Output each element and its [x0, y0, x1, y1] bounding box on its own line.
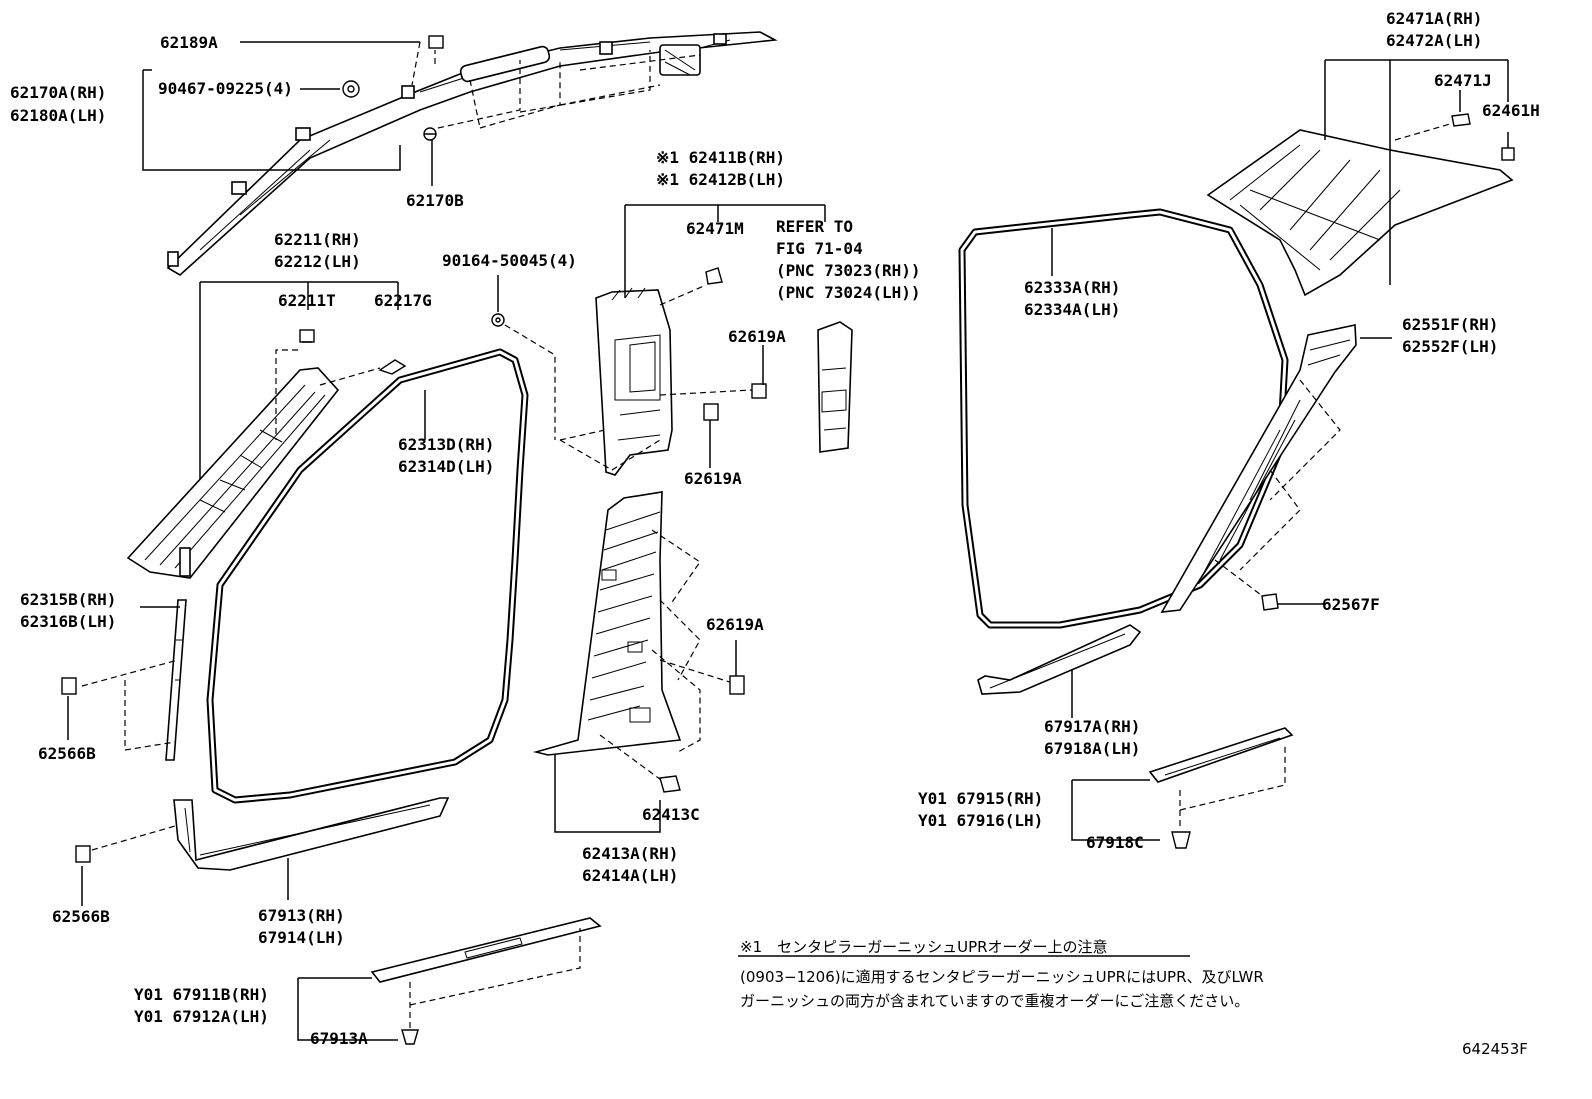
rear-scuff-garnish-part — [977, 624, 1142, 695]
label-62471A-rh: 62471A(RH) — [1386, 9, 1482, 28]
roof-side-garnish-part — [166, 31, 778, 276]
front-door-weatherstrip-part — [206, 348, 529, 804]
part-labels: 62189A 62170A(RH) 62180A(LH) 90467-09225… — [10, 9, 1540, 1048]
clip-62189A — [428, 35, 444, 49]
rear-scuff-plate-part — [1148, 727, 1294, 783]
label-62413C: 62413C — [642, 805, 700, 824]
label-62619A-upper: 62619A — [728, 327, 786, 346]
label-62180A-lh: 62180A(LH) — [10, 106, 106, 125]
order-note: ※1 センタピラーガーニッシュUPRオーダー上の注意 (0903−1206)に適… — [740, 938, 1264, 1010]
note-line-1: (0903−1206)に適用するセンタピラーガーニッシュUPRにはUPR、及びL… — [740, 968, 1264, 986]
front-pillar-garnish-part — [126, 367, 340, 579]
front-scuff-garnish-part — [173, 797, 450, 871]
clip-62567F — [1261, 593, 1279, 611]
label-67911B: Y01 67911B(RH) — [134, 985, 269, 1004]
clip-62619A-lower — [729, 675, 745, 695]
clip-90467 — [342, 80, 360, 98]
label-62189A: 62189A — [160, 33, 218, 52]
label-refer-4: (PNC 73024(LH)) — [776, 283, 921, 302]
label-62211-rh: 62211(RH) — [274, 230, 361, 249]
center-pillar-upper-part — [595, 287, 673, 476]
center-pillar-lower-part — [532, 491, 682, 756]
clip-62211T — [299, 329, 315, 343]
clip-62471J — [1451, 113, 1471, 127]
label-90164: 90164-50045(4) — [442, 251, 577, 270]
label-67918A-lh: 67918A(LH) — [1044, 739, 1140, 758]
label-62313D-rh: 62313D(RH) — [398, 435, 494, 454]
note-line-2: ガーニッシュの両方が含まれていますので重複オーダーにご注意ください。 — [740, 992, 1249, 1010]
clip-62461H — [1501, 147, 1515, 161]
label-67912A: Y01 67912A(LH) — [134, 1007, 269, 1026]
quarter-upper-garnish-part — [1206, 129, 1514, 297]
clip-62217G — [378, 359, 407, 375]
label-62471M: 62471M — [686, 219, 744, 238]
label-62217G: 62217G — [374, 291, 432, 310]
clip-62413C — [659, 775, 681, 793]
label-62567F: 62567F — [1322, 595, 1380, 614]
clip-62471M — [705, 267, 723, 285]
clip-62619A-middle — [703, 403, 719, 421]
front-scuff-plate-part — [370, 917, 602, 983]
label-62472A-lh: 62472A(LH) — [1386, 31, 1482, 50]
label-62471J: 62471J — [1434, 71, 1492, 90]
label-62333A-rh: 62333A(RH) — [1024, 278, 1120, 297]
rear-door-weatherstrip-part — [958, 208, 1289, 629]
label-62619A-lower: 62619A — [706, 615, 764, 634]
figure-id: 642453F — [1462, 1040, 1528, 1058]
label-62170A-rh: 62170A(RH) — [10, 83, 106, 102]
label-refer-1: REFER TO — [776, 217, 853, 236]
clip-62566B-upper — [61, 677, 77, 695]
label-67918C: 67918C — [1086, 833, 1144, 852]
label-62316B-lh: 62316B(LH) — [20, 612, 116, 631]
note-title: ※1 センタピラーガーニッシュUPRオーダー上の注意 — [740, 938, 1108, 956]
quarter-lower-garnish-part — [1160, 324, 1357, 613]
label-62552F-lh: 62552F(LH) — [1402, 337, 1498, 356]
label-62315B-rh: 62315B(RH) — [20, 590, 116, 609]
label-62566B-lower: 62566B — [52, 907, 110, 926]
label-62412B-lh: ※1 62412B(LH) — [656, 170, 785, 189]
label-90467: 90467-09225(4) — [158, 79, 293, 98]
label-62411B-rh: ※1 62411B(RH) — [656, 148, 785, 167]
label-67913A: 67913A — [310, 1029, 368, 1048]
clip-67913A — [401, 1029, 419, 1045]
label-refer-3: (PNC 73023(RH)) — [776, 261, 921, 280]
seatbelt-reference-part — [817, 321, 853, 453]
clip-62170B — [423, 127, 437, 141]
label-67917A-rh: 67917A(RH) — [1044, 717, 1140, 736]
label-62551F-rh: 62551F(RH) — [1402, 315, 1498, 334]
clip-90164 — [491, 313, 505, 327]
label-62413A-rh: 62413A(RH) — [582, 844, 678, 863]
label-62212-lh: 62212(LH) — [274, 252, 361, 271]
label-62314D-lh: 62314D(LH) — [398, 457, 494, 476]
label-67915: Y01 67915(RH) — [918, 789, 1043, 808]
label-62566B-upper: 62566B — [38, 744, 96, 763]
label-67913-rh: 67913(RH) — [258, 906, 345, 925]
front-pillar-weatherstrip-part — [165, 599, 187, 761]
label-62414A-lh: 62414A(LH) — [582, 866, 678, 885]
label-refer-2: FIG 71-04 — [776, 239, 863, 258]
label-62461H: 62461H — [1482, 101, 1540, 120]
label-62619A-middle: 62619A — [684, 469, 742, 488]
clip-67918C — [1171, 831, 1191, 849]
label-62211T: 62211T — [278, 291, 336, 310]
label-67914-lh: 67914(LH) — [258, 928, 345, 947]
clip-62566B-lower — [75, 845, 91, 863]
label-62334A-lh: 62334A(LH) — [1024, 300, 1120, 319]
clip-62619A-upper — [751, 383, 767, 399]
label-67916: Y01 67916(LH) — [918, 811, 1043, 830]
label-62170B: 62170B — [406, 191, 464, 210]
